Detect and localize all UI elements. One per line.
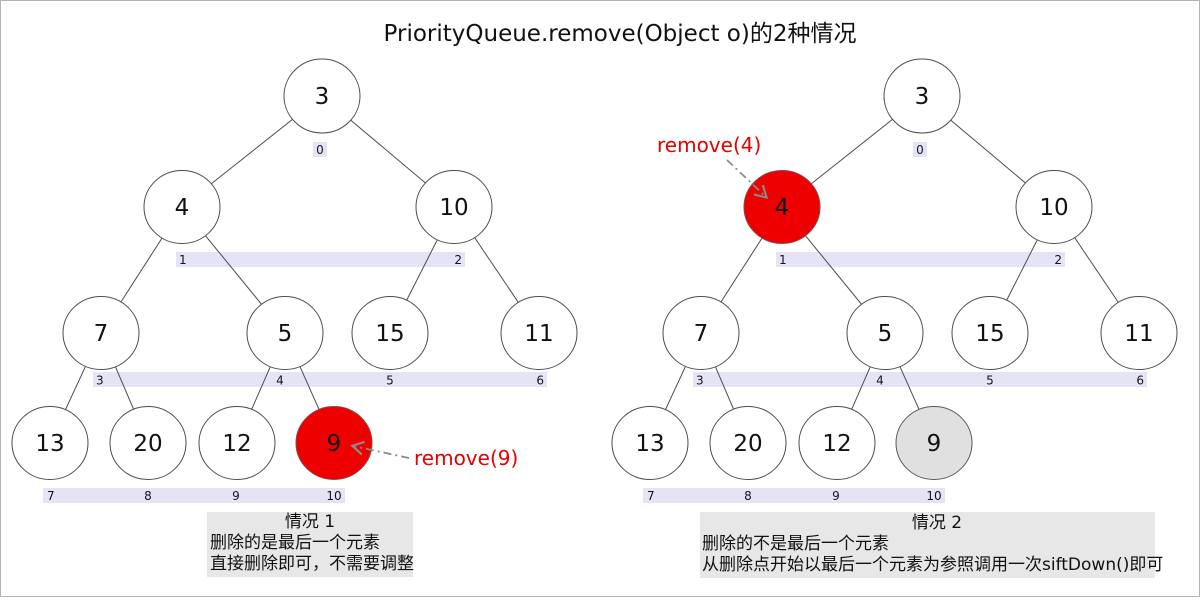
annotation-label: remove(9) xyxy=(414,446,518,470)
heap-index-label: 1 xyxy=(179,253,187,267)
tree-node xyxy=(198,406,276,480)
heap-index-label: 8 xyxy=(744,489,752,503)
heap-index-label: 3 xyxy=(696,374,704,388)
caption-box xyxy=(207,512,413,577)
heap-index-label: 6 xyxy=(1136,374,1144,388)
tree-node xyxy=(351,296,429,370)
tree-node-value: 13 xyxy=(35,431,64,457)
tree-node-value: 7 xyxy=(694,321,709,347)
heap-index-label: 0 xyxy=(316,143,324,157)
heap-index-label: 7 xyxy=(47,489,55,503)
heap-index-label: 10 xyxy=(326,489,341,503)
tree-node-value: 11 xyxy=(524,321,553,347)
tree-node-value: 10 xyxy=(439,195,468,221)
heap-index-label: 2 xyxy=(1054,253,1062,267)
tree-node-value: 13 xyxy=(635,431,664,457)
tree-node-value: 7 xyxy=(94,321,109,347)
tree-node xyxy=(798,406,876,480)
heap-index-label: 3 xyxy=(96,374,104,388)
tree-node xyxy=(662,296,740,370)
tree-node-value: 15 xyxy=(975,321,1004,347)
heap-index-label: 5 xyxy=(386,374,394,388)
tree-node-value: 20 xyxy=(133,431,162,457)
tree-node-value: 10 xyxy=(1039,195,1068,221)
heap-index-label: 5 xyxy=(986,374,994,388)
tree-node xyxy=(109,406,187,480)
tree-node xyxy=(1100,296,1178,370)
tree-node-value: 4 xyxy=(175,195,190,221)
tree-node-value: 20 xyxy=(733,431,762,457)
tree-node-value: 3 xyxy=(315,84,330,110)
tree-node-value: 5 xyxy=(878,321,893,347)
index-band xyxy=(43,488,345,503)
tree-node-value: 5 xyxy=(278,321,293,347)
caption-line: 从删除点开始以最后一个元素为参照调用一次siftDown()即可 xyxy=(702,555,1163,575)
tree-node xyxy=(846,296,924,370)
tree-node xyxy=(1015,170,1093,244)
heap-index-label: 1 xyxy=(779,253,787,267)
tree-node-value: 15 xyxy=(375,321,404,347)
tree-node xyxy=(500,296,578,370)
heap-index-label: 8 xyxy=(144,489,152,503)
tree-node-value: 11 xyxy=(1124,321,1153,347)
heap-index-label: 4 xyxy=(876,374,884,388)
heap-index-label: 6 xyxy=(536,374,544,388)
tree-node-value: 3 xyxy=(915,84,930,110)
tree-node-value: 4 xyxy=(775,195,790,221)
tree-node xyxy=(11,406,89,480)
heap-index-label: 9 xyxy=(832,489,840,503)
index-band xyxy=(313,142,327,157)
tree-node xyxy=(951,296,1029,370)
tree-node xyxy=(611,406,689,480)
caption-line: 删除的是最后一个元素 xyxy=(210,533,380,553)
heap-index-label: 7 xyxy=(647,489,655,503)
tree-case1: 0 1 2 3 4 5 6 7 8 9 10 3 4 10 7 5 15 11 … xyxy=(11,58,578,577)
index-band xyxy=(693,372,1147,387)
tree-node-value: 9 xyxy=(327,431,342,457)
tree-node xyxy=(283,58,361,134)
tree-node-value: 12 xyxy=(222,431,251,457)
tree-node-highlighted-gray xyxy=(895,406,973,480)
heap-index-label: 9 xyxy=(232,489,240,503)
tree-node-value: 9 xyxy=(927,431,942,457)
caption-box xyxy=(700,512,1155,578)
tree-node xyxy=(143,170,221,244)
caption-line: 删除的不是最后一个元素 xyxy=(702,534,889,554)
heap-index-label: 2 xyxy=(454,253,462,267)
tree-node xyxy=(246,296,324,370)
index-band xyxy=(776,252,1065,267)
tree-node-value: 12 xyxy=(822,431,851,457)
index-band xyxy=(93,372,547,387)
heap-index-label: 0 xyxy=(916,143,924,157)
tree-node-highlighted-red xyxy=(295,406,373,480)
page-title: PriorityQueue.remove(Object o)的2种情况 xyxy=(384,21,857,47)
caption-line: 直接删除即可，不需要调整 xyxy=(210,554,414,574)
caption-title: 情况 2 xyxy=(912,513,962,533)
tree-case2: 0 1 2 3 4 5 6 7 8 9 10 3 4 10 7 5 15 11 … xyxy=(611,58,1178,578)
caption-title: 情况 1 xyxy=(285,512,335,532)
index-band xyxy=(643,488,945,503)
tree-node xyxy=(62,296,140,370)
heap-index-label: 10 xyxy=(926,489,941,503)
tree-node xyxy=(415,170,493,244)
annotation-label: remove(4) xyxy=(657,133,761,157)
tree-node xyxy=(883,58,961,134)
heap-index-label: 4 xyxy=(276,374,284,388)
index-band xyxy=(176,252,465,267)
tree-node xyxy=(709,406,787,480)
index-band xyxy=(913,142,927,157)
